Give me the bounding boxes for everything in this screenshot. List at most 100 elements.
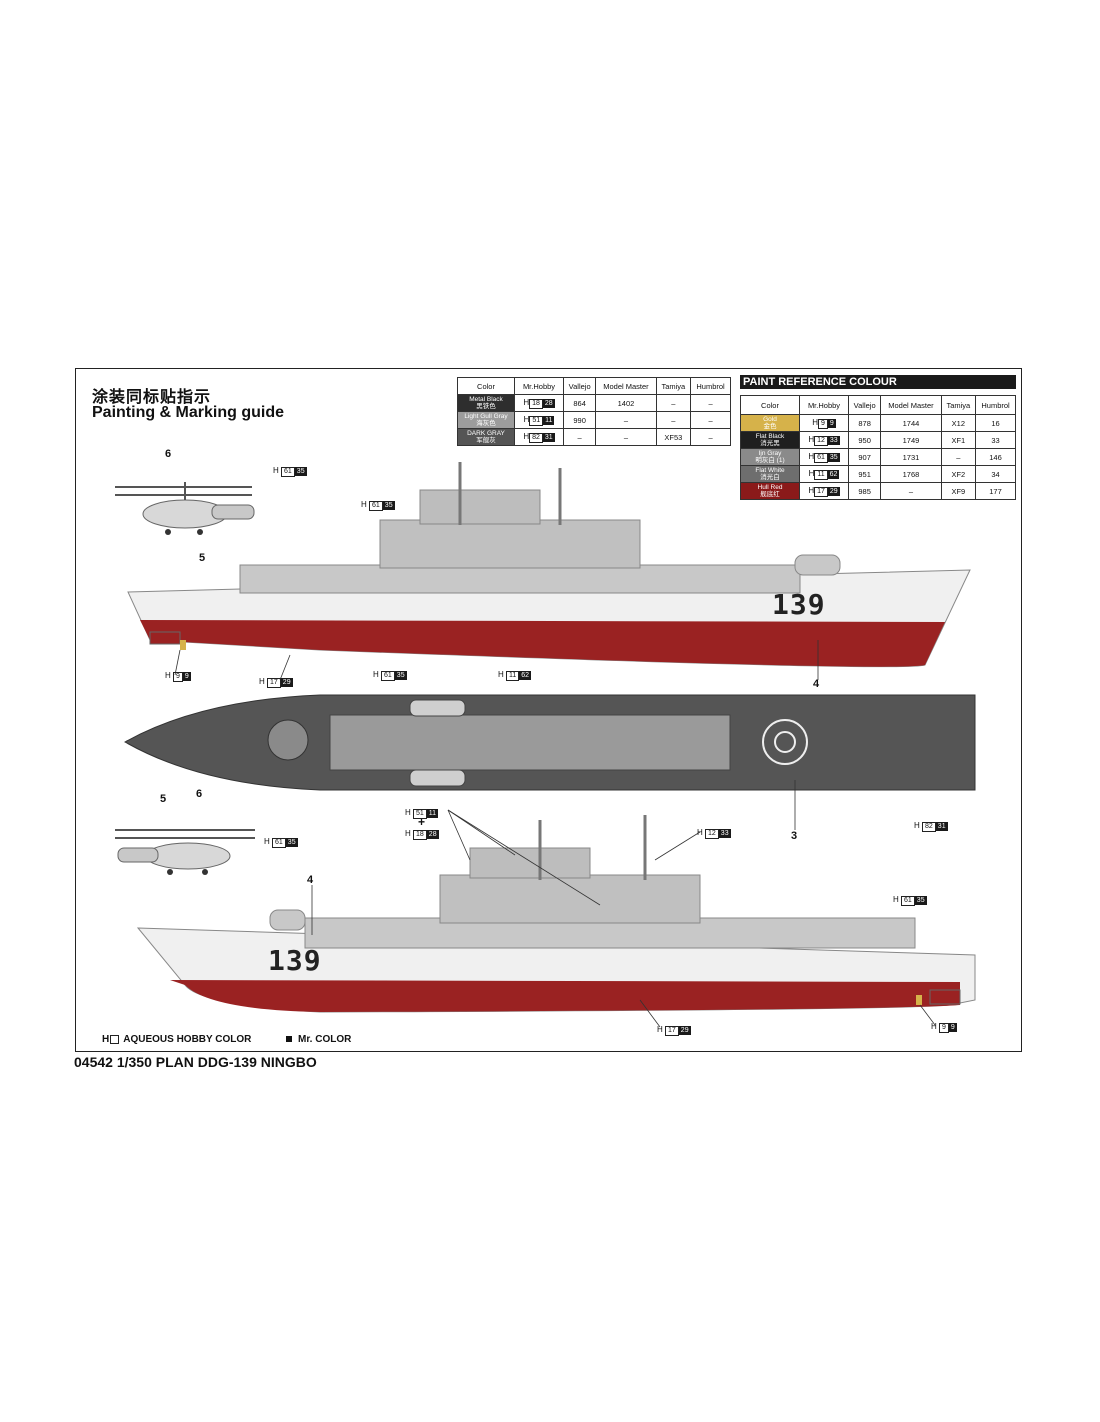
table-cell: XF53 (655, 428, 692, 446)
table-header-row: Color Mr.Hobby Vallejo Model Master Tami… (457, 377, 731, 395)
leader-lines (174, 640, 936, 1028)
h-code: 61 (814, 452, 828, 463)
color-name-cn: 明灰白 (1) (755, 457, 785, 464)
h-code: 51 (529, 415, 544, 426)
h-code: 9 (817, 418, 828, 429)
table-cell: XF9 (940, 482, 977, 500)
table-cell: 950 (847, 431, 882, 449)
color-name-cn: 军舰灰 (476, 437, 496, 444)
color-name-en: Light Gull Gray (464, 413, 508, 420)
paint-table-small: Color Mr.Hobby Vallejo Model Master Tami… (457, 377, 731, 446)
color-name-en: Flat White (755, 467, 785, 474)
color-name-en: Gold (763, 416, 777, 423)
table-cell: – (562, 428, 597, 446)
mr-code: 62 (827, 469, 840, 479)
h-code: 11 (814, 469, 828, 480)
title-chinese: 涂装同标贴指示 (92, 387, 212, 406)
guide-sheet (75, 368, 1022, 1052)
legend-mr-color: Mr. COLOR (286, 1034, 351, 1045)
mr-code: 11 (543, 415, 555, 425)
ship-side-view-top (127, 462, 971, 668)
color-name-cn: 黑铁色 (476, 403, 496, 410)
color-name-cn: 舰底红 (760, 491, 780, 498)
h-code: 12 (814, 435, 828, 446)
part-number: 5 (160, 793, 167, 805)
table-cell: 16 (975, 414, 1016, 432)
mr-code: 33 (827, 435, 840, 445)
color-name-cn: 海灰色 (476, 420, 496, 427)
color-name-cn: 消光黑 (760, 440, 780, 447)
title-english: Painting & Marking guide (92, 404, 285, 421)
part-number: 4 (813, 678, 820, 690)
hull-number-top: 139 (772, 588, 826, 621)
part-number: 3 (791, 830, 798, 842)
color-name-cn: 金色 (763, 423, 777, 430)
product-code: 04542 1/350 PLAN DDG-139 NINGBO (74, 1054, 317, 1070)
color-name-en: Metal Black (469, 396, 503, 403)
paint-reference-table: Color Mr.Hobby Vallejo Model Master Tami… (740, 395, 1016, 500)
paint-reference-title: PAINT REFERENCE COLOUR (740, 375, 1016, 389)
part-number: 6 (165, 448, 172, 460)
h-code: 17 (814, 486, 828, 497)
helicopter-top (115, 482, 255, 535)
color-name-en: DARK GRAY (467, 430, 505, 437)
ship-deck-view (123, 694, 976, 791)
part-number: 5 (199, 552, 206, 564)
h-code: 18 (529, 398, 543, 409)
color-name-en: Ijn Gray (758, 450, 782, 457)
table-cell: 177 (975, 482, 1016, 500)
table-header-row: Color Mr.Hobby Vallejo Model Master Tami… (740, 395, 1016, 415)
mr-code: 9 (827, 418, 836, 428)
helicopter-bottom (115, 829, 255, 875)
color-name-en: Hull Red (757, 484, 783, 491)
mr-code: 29 (827, 486, 840, 496)
table-cell: – (690, 428, 731, 446)
table-cell: – (655, 411, 692, 429)
ship-side-view-bottom (136, 815, 976, 1013)
mr-code: 35 (827, 452, 840, 462)
hull-number-bottom: 139 (268, 944, 322, 977)
part-number: 6 (196, 788, 203, 800)
plus-sign: + (418, 815, 426, 829)
table-cell: 990 (562, 411, 597, 429)
color-name-cn: 消光白 (760, 474, 780, 481)
mr-code: 28 (542, 398, 555, 408)
table-cell: 985 (847, 482, 882, 500)
mr-code: 31 (542, 432, 555, 442)
color-name-en: Flat Black (755, 433, 785, 440)
h-code: 82 (529, 432, 543, 443)
part-number: 4 (307, 874, 314, 886)
